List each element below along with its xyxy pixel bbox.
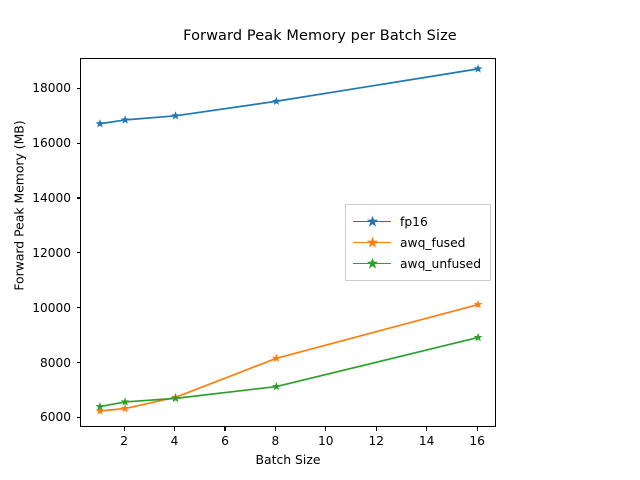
star-marker-icon — [366, 215, 379, 227]
data-point-marker — [473, 299, 483, 309]
x-axis-tick-label: 4 — [170, 434, 179, 448]
data-point-marker — [120, 115, 130, 124]
series-line — [99, 68, 479, 125]
star-marker-icon — [366, 257, 379, 269]
data-point-marker — [95, 402, 105, 411]
y-axis-label-wrapper: Forward Peak Memory (MB) — [12, 58, 34, 427]
data-point-marker — [120, 403, 130, 413]
x-axis-label: Batch Size — [255, 452, 321, 467]
data-point-marker — [171, 111, 180, 120]
legend-label-fp16: fp16 — [400, 214, 428, 229]
data-point-marker — [171, 393, 180, 403]
data-point-marker — [473, 332, 483, 342]
y-axis-label: Forward Peak Memory (MB) — [11, 120, 27, 291]
data-point-marker — [272, 353, 281, 363]
x-axis-tick-label: 16 — [469, 434, 485, 448]
x-axis-tick-label: 8 — [271, 434, 280, 448]
x-axis-tick-label: 2 — [120, 434, 128, 448]
legend-label-awq-unfused: awq_unfused — [400, 256, 482, 271]
star-marker-icon — [366, 236, 379, 248]
x-axis-tick-label: 12 — [368, 434, 384, 448]
legend-item[interactable]: fp16 — [353, 211, 481, 232]
x-axis-tick-label: 14 — [418, 434, 435, 448]
legend-item[interactable]: awq_unfused — [353, 253, 481, 274]
data-point-marker — [272, 381, 281, 391]
chart-title: Forward Peak Memory per Batch Size — [183, 28, 457, 44]
x-axis-tick-label: 10 — [318, 434, 334, 448]
data-point-marker — [272, 96, 281, 105]
series-line — [99, 336, 479, 408]
x-axis-tick-label: 6 — [221, 434, 229, 448]
legend-label-awq-fused: awq_fused — [400, 235, 466, 250]
legend-swatch-awq-fused — [353, 236, 391, 250]
series-canvas — [95, 64, 483, 415]
data-point-marker — [473, 64, 483, 73]
legend-item[interactable]: awq_fused — [353, 232, 481, 253]
data-point-marker — [95, 406, 105, 415]
legend-swatch-fp16 — [353, 215, 391, 229]
data-point-marker — [95, 119, 105, 128]
chart-legend: fp16 awq_fused awq_unfused — [345, 204, 492, 281]
legend-swatch-awq-unfused — [353, 257, 391, 271]
series-line — [99, 303, 479, 412]
data-point-marker — [120, 397, 130, 406]
